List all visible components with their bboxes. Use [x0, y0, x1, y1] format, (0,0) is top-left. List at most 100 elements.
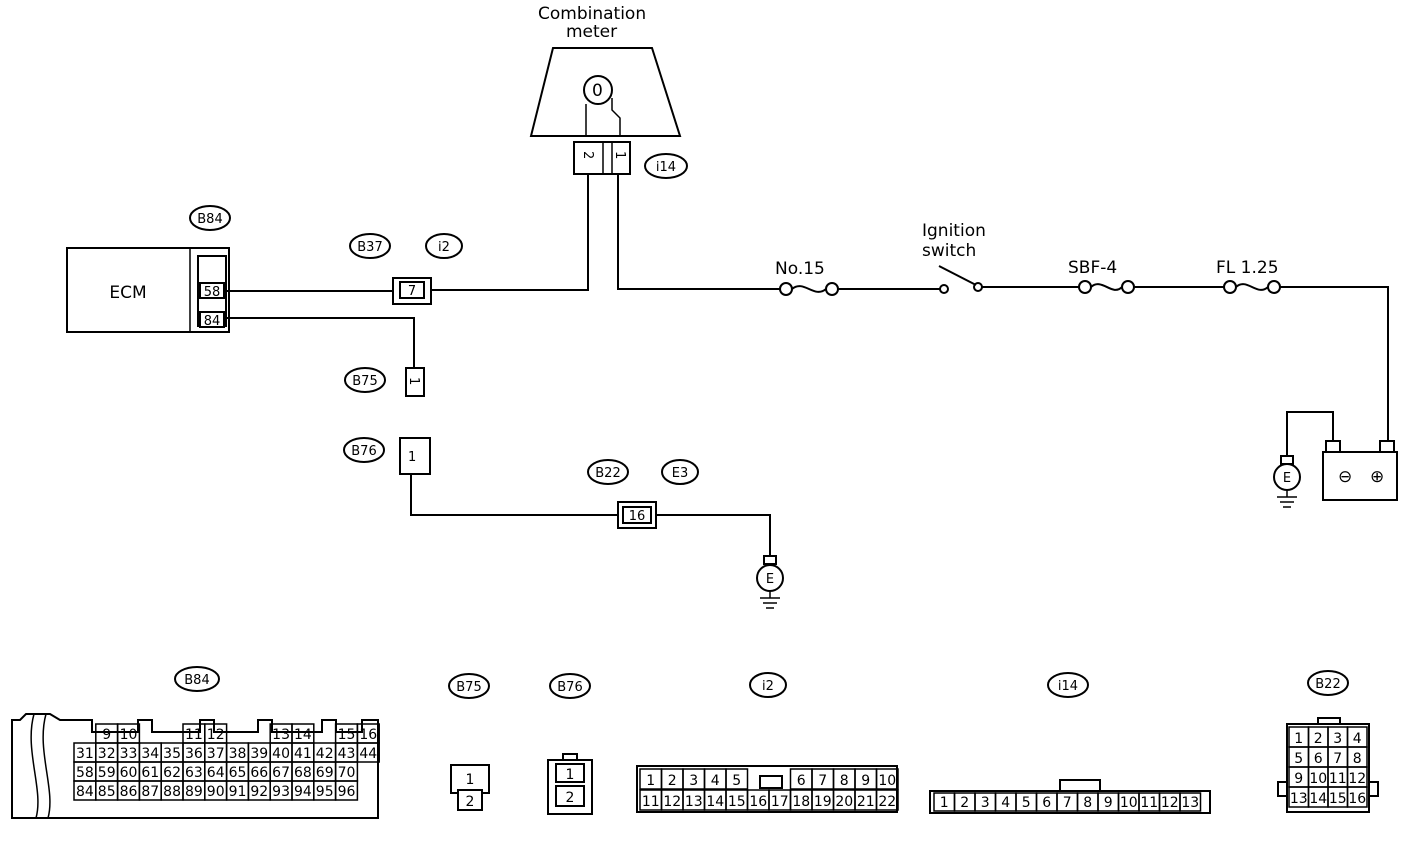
ignition-label-line1: Ignition: [922, 221, 986, 241]
b22-pin-2: 2: [1314, 731, 1323, 747]
meter-pin-1: 1: [612, 151, 627, 159]
b84-pin-92: 92: [250, 784, 268, 800]
i2-pin-6: 6: [797, 773, 806, 789]
i14-pin-10: 10: [1120, 795, 1138, 811]
b84-pin-85: 85: [98, 784, 116, 800]
i14-pin-13: 13: [1181, 795, 1199, 811]
b84-pin-89: 89: [185, 784, 203, 800]
b84-pin-36: 36: [185, 746, 203, 762]
i2-pin-5: 5: [732, 773, 741, 789]
connector-b84-tag: [174, 666, 220, 692]
svg-text:i14: i14: [656, 160, 676, 175]
svg-text:B76: B76: [351, 444, 376, 459]
b84-pin-34: 34: [141, 746, 159, 762]
combination-meter: Combination meter 0 2 1 i14: [529, 4, 688, 179]
b22-pin-12: 12: [1348, 771, 1366, 787]
tag-e3: [661, 459, 699, 485]
i2-pin-21: 21: [857, 794, 875, 810]
i2-pin-20: 20: [835, 794, 853, 810]
svg-text:E3: E3: [672, 466, 689, 481]
b84-pin-84: 84: [76, 784, 94, 800]
b84-pin-64: 64: [207, 765, 225, 781]
b84-pin-69: 69: [316, 765, 334, 781]
i14-pin-7: 7: [1063, 795, 1072, 811]
fuse-no15-label: No.15: [775, 259, 825, 279]
i14-pin-2: 2: [960, 795, 969, 811]
wires: [226, 174, 1389, 558]
b84-pin-10: 10: [120, 727, 138, 743]
i14-pin-1: 1: [940, 795, 949, 811]
b84-pin-94: 94: [294, 784, 312, 800]
connector-b22-tag: [1307, 670, 1349, 696]
ignition-label-line2: switch: [922, 241, 976, 261]
b84-pin-86: 86: [120, 784, 138, 800]
b84-pin-9: 9: [102, 727, 111, 743]
ecm: B84 ECM 58 84: [66, 205, 231, 333]
fuse-sbf-4: SBF-4: [1068, 258, 1135, 294]
meter-housing: [529, 47, 682, 137]
i2-pin-9: 9: [861, 773, 870, 789]
b22-pin-6: 6: [1314, 751, 1323, 767]
svg-text:B22: B22: [595, 466, 620, 481]
svg-text:B84: B84: [184, 673, 209, 688]
i2-pin-18: 18: [792, 794, 810, 810]
i2-pin-11: 11: [642, 794, 660, 810]
svg-text:i2: i2: [438, 240, 450, 255]
b22-pin-14: 14: [1309, 791, 1327, 807]
b84-pin-43: 43: [338, 746, 356, 762]
b84-pin-62: 62: [163, 765, 181, 781]
svg-text:B84: B84: [197, 212, 222, 227]
ecm-pin-84: 84: [204, 314, 221, 329]
battery: ⊖ ⊕: [1322, 440, 1398, 501]
i2-pin-13: 13: [685, 794, 703, 810]
b84-pin-39: 39: [250, 746, 268, 762]
b84-pin-66: 66: [250, 765, 268, 781]
svg-text:B76: B76: [557, 680, 582, 695]
inline-connector-b37-i2: B37 i2 7: [349, 233, 463, 305]
b84-pin-60: 60: [120, 765, 138, 781]
tag-b37: [349, 233, 391, 259]
battery-plus-icon: ⊕: [1370, 467, 1384, 487]
b84-pin-15: 15: [338, 727, 356, 743]
b22-pin-11: 11: [1329, 771, 1347, 787]
i2-pin-19: 19: [814, 794, 832, 810]
meter-internal-lines: [585, 98, 621, 136]
i14-pin-8: 8: [1083, 795, 1092, 811]
i2-pin-12: 12: [663, 794, 681, 810]
meter-symbol: 0: [592, 81, 603, 101]
b84-pin-93: 93: [272, 784, 290, 800]
i14-pin-9: 9: [1104, 795, 1113, 811]
meter-title-line2: meter: [566, 22, 617, 42]
battery-ground-symbol: E: [1273, 455, 1301, 508]
fusible-link: FL 1.25: [1216, 258, 1281, 294]
b84-pin-16: 16: [359, 727, 377, 743]
tag-i2: [425, 233, 463, 259]
b22-pin-13: 13: [1290, 791, 1308, 807]
i14-pin-6: 6: [1042, 795, 1051, 811]
svg-text:B37: B37: [357, 240, 382, 255]
b22-pin-1: 1: [1294, 731, 1303, 747]
battery-minus-icon: ⊖: [1338, 467, 1352, 487]
connector-b75-face: B75 1 2: [448, 673, 490, 811]
ground-symbol: E: [756, 555, 784, 609]
b76-face-pin-2: 2: [566, 790, 575, 806]
svg-text:i14: i14: [1058, 679, 1078, 694]
b22-pin-9: 9: [1294, 771, 1303, 787]
b22-pin-10: 10: [1309, 771, 1327, 787]
b84-pin-91: 91: [229, 784, 247, 800]
b84-pin-33: 33: [120, 746, 138, 762]
b84-pin-70: 70: [338, 765, 356, 781]
b75-connector: B75 1: [344, 367, 425, 397]
ecm-pin-58: 58: [204, 285, 221, 300]
b75-pin-1: 1: [406, 377, 421, 385]
battery-ground-label: E: [1283, 471, 1291, 486]
tag-b22: [587, 459, 629, 485]
b84-pin-65: 65: [229, 765, 247, 781]
svg-text:B75: B75: [352, 374, 377, 389]
ignition-switch: Ignition switch: [922, 221, 986, 294]
svg-text:B75: B75: [456, 680, 481, 695]
inline-connector-b22-e3: B22 E3 16: [587, 459, 699, 529]
connector-i2-tag: [749, 672, 787, 698]
